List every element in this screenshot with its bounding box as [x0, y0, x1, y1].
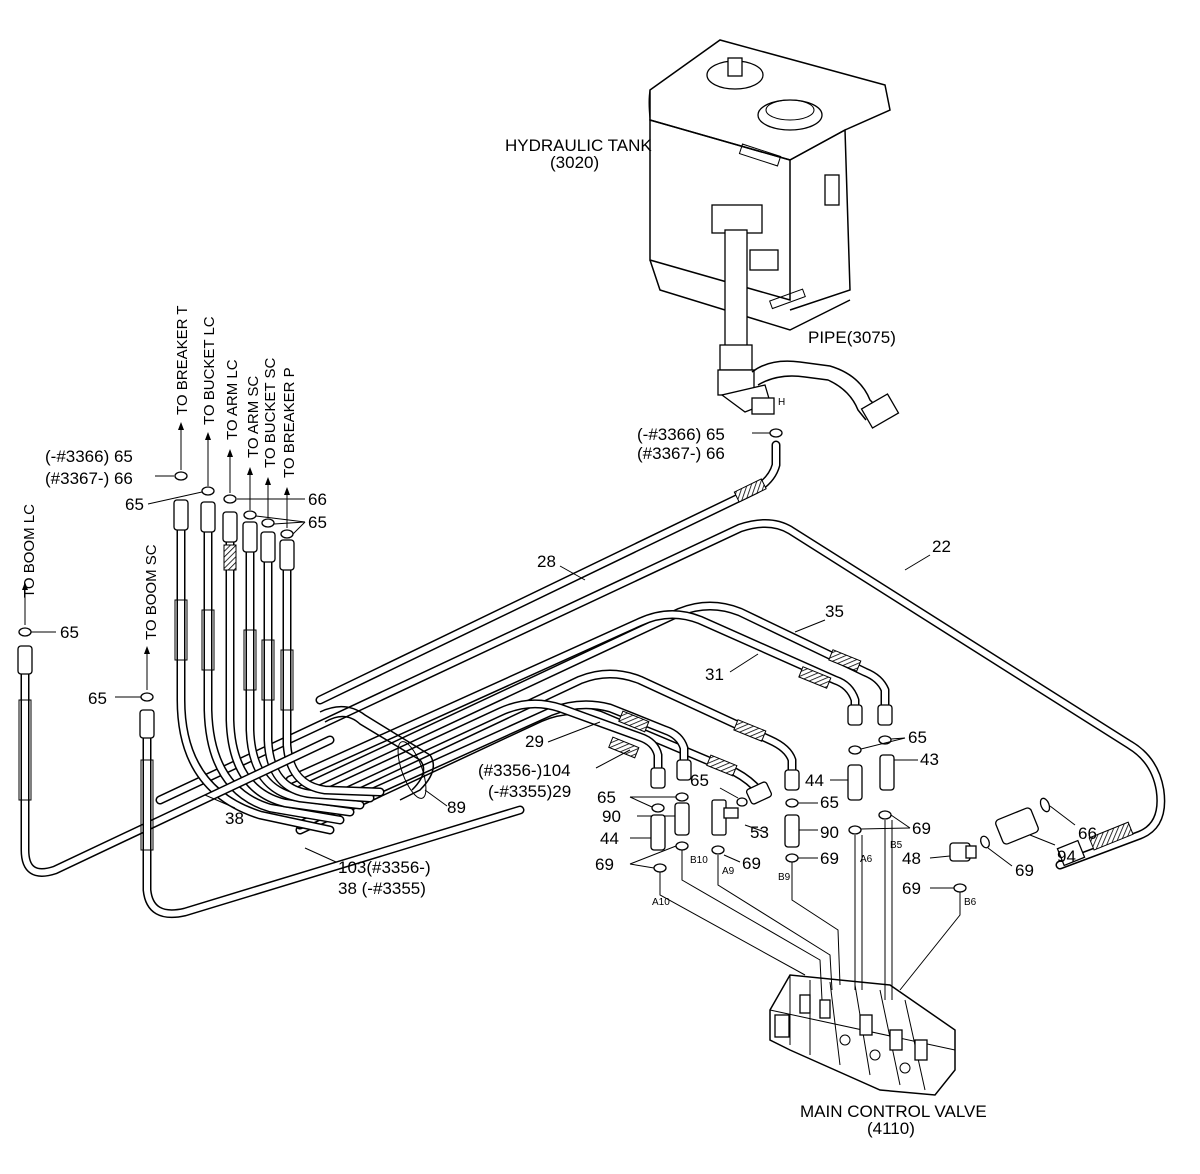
label-to-arm-lc: TO ARM LC — [224, 359, 241, 440]
pipe-3075 — [751, 360, 900, 429]
callout-44-b: 44 — [600, 829, 619, 848]
callout-65-left: 65 — [125, 495, 144, 514]
hose-28 — [315, 440, 781, 705]
callout-38: 38 — [225, 809, 244, 828]
callout-69-c: 69 — [595, 855, 614, 874]
callout-103: 103(#3356-) — [338, 858, 431, 877]
callout-28: 28 — [537, 552, 556, 571]
hose-end-fittings — [650, 704, 893, 805]
callout-65-group: 65 — [308, 513, 327, 532]
destination-labels: TO BREAKER T TO BUCKET LC TO ARM LC TO A… — [21, 306, 298, 640]
callout-29b: (-#3355)29 — [488, 782, 571, 801]
label-to-bucket-lc: TO BUCKET LC — [201, 316, 218, 425]
pipe-label: PIPE(3075) — [808, 328, 896, 347]
callout-69-b: 69 — [1015, 861, 1034, 880]
left-seal-callout-2: (#3367-) 66 — [45, 469, 133, 488]
port-a10: A10 — [652, 897, 670, 908]
callout-94: 94 — [1057, 847, 1076, 866]
label-to-arm-sc: TO ARM SC — [245, 376, 262, 458]
main-control-valve-number: (4110) — [867, 1119, 915, 1138]
hydraulic-tank: H — [648, 39, 891, 415]
callout-65-boom-sc: 65 — [88, 689, 107, 708]
callout-65-a: 65 — [908, 728, 927, 747]
callout-53: 53 — [750, 823, 769, 842]
callout-29: 29 — [525, 732, 544, 751]
callout-44-a: 44 — [805, 771, 824, 790]
callout-65-d: 65 — [597, 788, 616, 807]
callout-31: 31 — [705, 665, 724, 684]
callout-38b: 38 (-#3355) — [338, 879, 426, 898]
right-fittings — [629, 735, 1076, 1001]
tank-seal-callout-2: (#3367-) 66 — [637, 444, 725, 463]
callout-22: 22 — [932, 537, 951, 556]
main-control-valve — [769, 974, 956, 1096]
callout-65-b: 65 — [690, 771, 709, 790]
tank-seal-callout-1: (-#3366) 65 — [637, 425, 725, 444]
callout-65-boom-lc: 65 — [60, 623, 79, 642]
callout-66-r: 66 — [1078, 824, 1097, 843]
callout-65-c: 65 — [820, 793, 839, 812]
callout-69-d: 69 — [742, 854, 761, 873]
clamp-89 — [319, 706, 435, 801]
tank-port-label: H — [778, 397, 785, 408]
hose-103-boom-sc — [139, 709, 525, 919]
port-b5: B5 — [890, 840, 903, 851]
hydraulic-tank-number: (3020) — [550, 153, 599, 172]
port-a9: A9 — [722, 866, 735, 877]
label-to-boom-sc: TO BOOM SC — [143, 544, 160, 640]
label-to-boom-lc: TO BOOM LC — [21, 504, 38, 598]
label-to-bucket-sc: TO BUCKET SC — [262, 358, 279, 468]
port-b10: B10 — [690, 855, 708, 866]
callout-43: 43 — [920, 750, 939, 769]
pipe-22 — [155, 519, 1166, 870]
callout-90-a: 90 — [602, 807, 621, 826]
hose-bundle — [285, 601, 890, 835]
port-a6: A6 — [860, 854, 873, 865]
callout-69-e: 69 — [820, 849, 839, 868]
label-to-breaker-t: TO BREAKER T — [174, 306, 191, 415]
callout-66-left: 66 — [308, 490, 327, 509]
hose-38-boom-lc — [17, 645, 335, 877]
callout-69-a: 69 — [912, 819, 931, 838]
callout-104: (#3356-)104 — [478, 761, 571, 780]
callout-90-b: 90 — [820, 823, 839, 842]
main-control-valve-label: MAIN CONTROL VALVE — [800, 1102, 987, 1121]
callout-69-f: 69 — [902, 879, 921, 898]
label-to-breaker-p: TO BREAKER P — [281, 367, 298, 478]
hydraulic-tank-label: HYDRAULIC TANK — [505, 136, 652, 155]
callout-48: 48 — [902, 849, 921, 868]
callout-89: 89 — [447, 798, 466, 817]
o-ring-tank — [769, 428, 783, 438]
callout-35: 35 — [825, 602, 844, 621]
left-seal-callout-1: (-#3366) 65 — [45, 447, 133, 466]
port-b6: B6 — [964, 897, 977, 908]
port-b9: B9 — [778, 872, 791, 883]
